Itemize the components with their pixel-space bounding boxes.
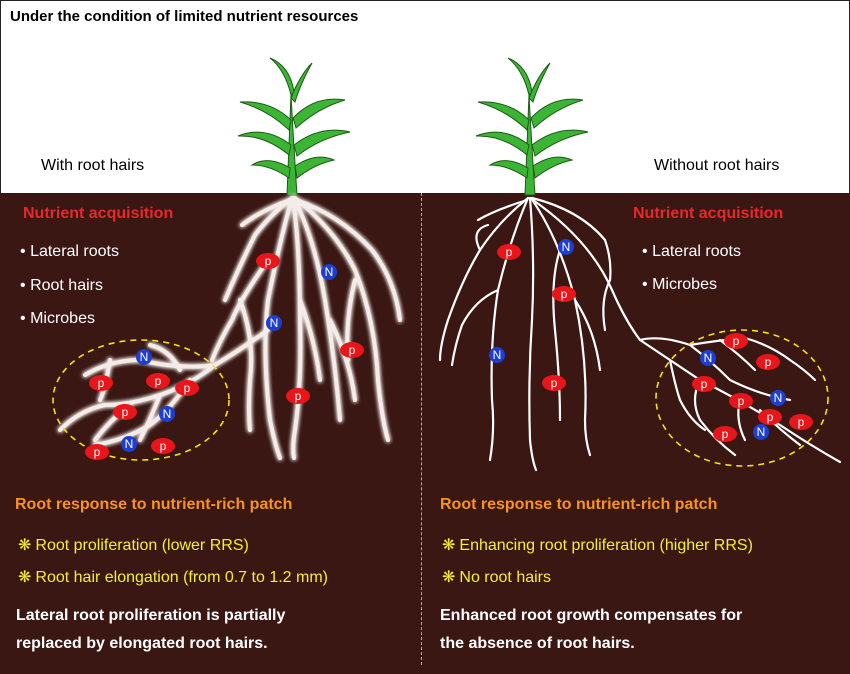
asterisk-icon: ❋ [442,537,456,554]
svg-text:p: p [265,254,272,268]
svg-text:p: p [122,405,129,419]
right-corn-plant-icon [475,57,589,196]
left-acquisition-item: • Root hairs [20,277,103,294]
asterisk-icon: ❋ [18,537,32,554]
svg-text:p: p [160,439,167,453]
bullet-icon: • [642,276,648,293]
left-response-item: ❋Root proliferation (lower RRS) [18,537,249,554]
p-marker: p [340,342,364,358]
svg-text:p: p [155,374,162,388]
p-marker: p [552,286,576,302]
svg-text:p: p [733,334,740,348]
n-marker: N [770,390,786,406]
n-marker: N [489,347,505,363]
right-response-heading: Root response to nutrient-rich patch [440,496,718,513]
svg-text:p: p [295,389,302,403]
left-acquisition-heading: Nutrient acquisition [23,205,174,222]
svg-text:N: N [774,391,783,405]
svg-text:p: p [765,355,772,369]
n-marker: N [136,349,152,365]
svg-text:p: p [98,376,105,390]
asterisk-icon: ❋ [18,569,32,586]
svg-text:p: p [506,245,513,259]
left-acquisition-item: • Microbes [20,310,95,327]
right-panel-label: Without root hairs [654,157,780,174]
right-root-system [438,196,842,472]
svg-text:p: p [184,381,191,395]
p-marker: p [89,375,113,391]
bullet-icon: • [20,243,26,260]
svg-text:p: p [561,287,568,301]
svg-text:p: p [349,343,356,357]
svg-text:N: N [757,425,766,439]
n-marker: N [266,315,282,331]
left-summary: Lateral root proliferation is partially … [16,607,286,652]
asterisk-icon: ❋ [442,569,456,586]
svg-text:N: N [562,240,571,254]
n-marker: N [753,424,769,440]
p-marker: p [542,375,566,391]
bullet-icon: • [20,310,26,327]
n-marker: N [558,239,574,255]
svg-text:N: N [493,348,502,362]
left-response-heading: Root response to nutrient-rich patch [15,496,293,513]
p-marker: p [789,414,813,430]
p-marker: p [151,438,175,454]
right-response-item: ❋Enhancing root proliferation (higher RR… [442,537,753,554]
right-nutrient-markers: p N p N p p N p p N p p p N p [489,239,813,442]
right-acquisition-heading: Nutrient acquisition [633,205,784,222]
p-marker: p [756,354,780,370]
panel-divider [421,193,422,665]
svg-text:N: N [163,407,172,421]
n-marker: N [700,350,716,366]
figure-title: Under the condition of limited nutrient … [10,8,359,25]
p-marker: p [713,426,737,442]
left-panel-label: With root hairs [41,157,145,174]
svg-text:p: p [798,415,805,429]
right-nutrient-patch-outline [655,329,829,467]
p-marker: p [175,380,199,396]
svg-text:N: N [140,350,149,364]
bullet-icon: • [20,277,26,294]
svg-text:p: p [701,377,708,391]
n-marker: N [321,264,337,280]
p-marker: p [497,244,521,260]
left-root-system [58,196,402,460]
p-marker: p [85,444,109,460]
p-marker: p [256,253,280,269]
p-marker: p [692,376,716,392]
p-marker: p [113,404,137,420]
p-marker: p [758,409,782,425]
svg-text:N: N [270,316,279,330]
right-acquisition-item: • Lateral roots [642,243,741,260]
left-response-item: ❋Root hair elongation (from 0.7 to 1.2 m… [18,569,328,586]
left-nutrient-patch-outline [52,339,230,461]
n-marker: N [159,406,175,422]
right-summary: Enhanced root growth compensates for the… [440,607,743,652]
bullet-icon: • [642,243,648,260]
left-acquisition-item: • Lateral roots [20,243,119,260]
svg-text:p: p [551,376,558,390]
left-nutrient-markers: p N N p p N p p p p N N p p [85,253,364,460]
svg-text:p: p [722,427,729,441]
right-acquisition-item: • Microbes [642,276,717,293]
svg-text:N: N [704,351,713,365]
p-marker: p [146,373,170,389]
p-marker: p [729,393,753,409]
p-marker: p [724,333,748,349]
svg-text:p: p [738,394,745,408]
n-marker: N [121,436,137,452]
svg-text:N: N [125,437,134,451]
right-response-item: ❋No root hairs [442,569,551,586]
svg-text:N: N [325,265,334,279]
svg-text:p: p [94,445,101,459]
left-corn-plant-icon [237,57,351,196]
svg-text:p: p [767,410,774,424]
p-marker: p [286,388,310,404]
